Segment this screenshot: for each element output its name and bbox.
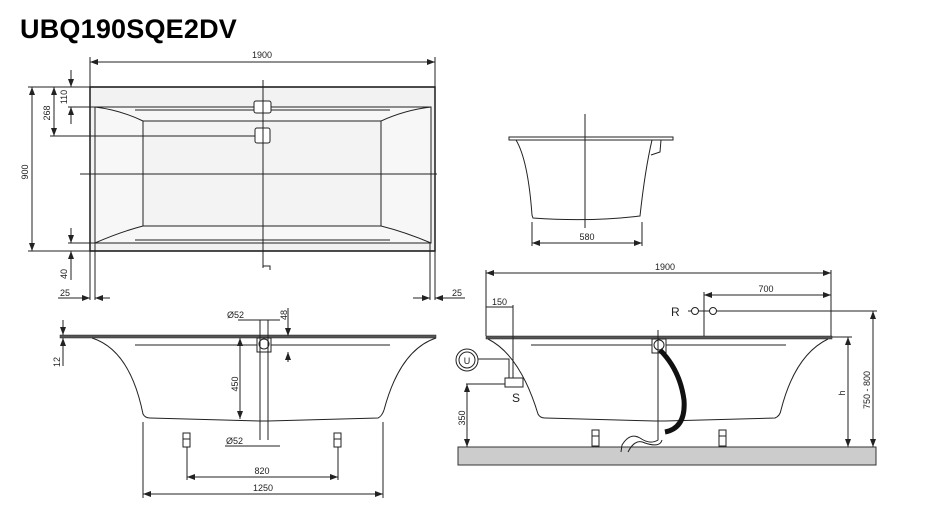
floor	[457, 446, 877, 466]
dim-edge-left: 25	[60, 288, 70, 298]
foot-right	[333, 432, 342, 448]
dim-waste-offset: 150	[492, 297, 507, 307]
end-view: 580	[508, 114, 674, 246]
dim-depth: 450	[230, 376, 240, 391]
foot-right	[718, 429, 727, 447]
dim-edge-right: 25	[452, 288, 462, 298]
foot-left	[182, 432, 191, 448]
dim-width: 900	[20, 164, 30, 179]
overflow-hose	[658, 348, 687, 435]
foot-left	[591, 429, 600, 447]
dim-siphon-height: 350	[457, 410, 467, 425]
dim-base-length: 1250	[253, 483, 273, 493]
side-view-left: Ø52 48 12 450 Ø52 820 1250	[52, 308, 437, 498]
dim-end-base-width: 580	[579, 232, 594, 242]
tap-connection-icon	[709, 307, 717, 315]
dim-tap-offset: 700	[758, 284, 773, 294]
siphon-icon	[504, 377, 524, 388]
dim-feet-spacing: 820	[254, 466, 269, 476]
dim-length-top: 1900	[252, 50, 272, 60]
drain-label: U	[464, 356, 471, 366]
dim-overflow-offset: 268	[42, 105, 52, 120]
dim-overflow-height: 48	[279, 310, 289, 320]
dim-rim-top: 110	[59, 90, 69, 104]
dim-length-side: 1900	[655, 262, 675, 272]
dim-overflow-diameter: Ø52	[227, 310, 244, 320]
dim-rim-thickness: 12	[52, 357, 62, 367]
dim-drain-diameter: Ø52	[226, 436, 243, 446]
dim-rim-bottom: 40	[59, 269, 69, 279]
siphon-label: S	[512, 391, 520, 405]
top-view: 1900 900 268 110 40 25 25	[20, 50, 465, 301]
side-view-right: 1900 700 R 150 U S 350 h 750 - 800	[455, 262, 877, 466]
tap-connection-icon	[691, 307, 699, 315]
product-code-title: UBQ190SQE2DV	[20, 14, 237, 44]
tap-label: R	[671, 305, 680, 319]
dim-height-h: h	[837, 390, 847, 395]
dim-total-height: 750 - 800	[862, 371, 872, 409]
